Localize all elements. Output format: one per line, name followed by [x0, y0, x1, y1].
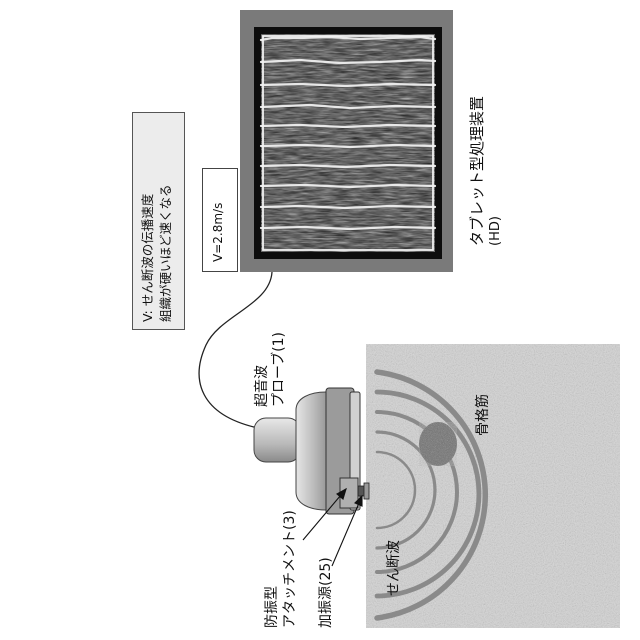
attachment-label-line-1: 防振型: [264, 586, 282, 628]
probe-body: [296, 392, 330, 510]
device-code-label: (HD): [488, 216, 504, 246]
muscle-label: 骨格筋: [475, 394, 493, 436]
callout-line-2: 組織が硬いほど速くなる: [158, 184, 174, 322]
skeletal-muscle-blob: [419, 422, 457, 466]
exciter-label: 加振源(25): [318, 557, 336, 628]
probe-label-line-2: プローブ(1): [271, 332, 289, 407]
velocity-readout: V=2.8m/s: [211, 203, 226, 262]
attachment-label-line-2: アタッチメント(3): [282, 510, 300, 628]
tablet-device: [240, 10, 453, 272]
probe-handle: [254, 418, 300, 462]
shear-wave-label: せん断波: [386, 540, 404, 596]
ultrasound-texture: [261, 34, 435, 252]
callout-line-1: V: せん断波の伝播速度: [140, 194, 156, 322]
tissue-block: [366, 344, 620, 628]
device-label: タブレット型処理装置: [468, 96, 487, 246]
probe-label-line-1: 超音波: [254, 365, 272, 407]
